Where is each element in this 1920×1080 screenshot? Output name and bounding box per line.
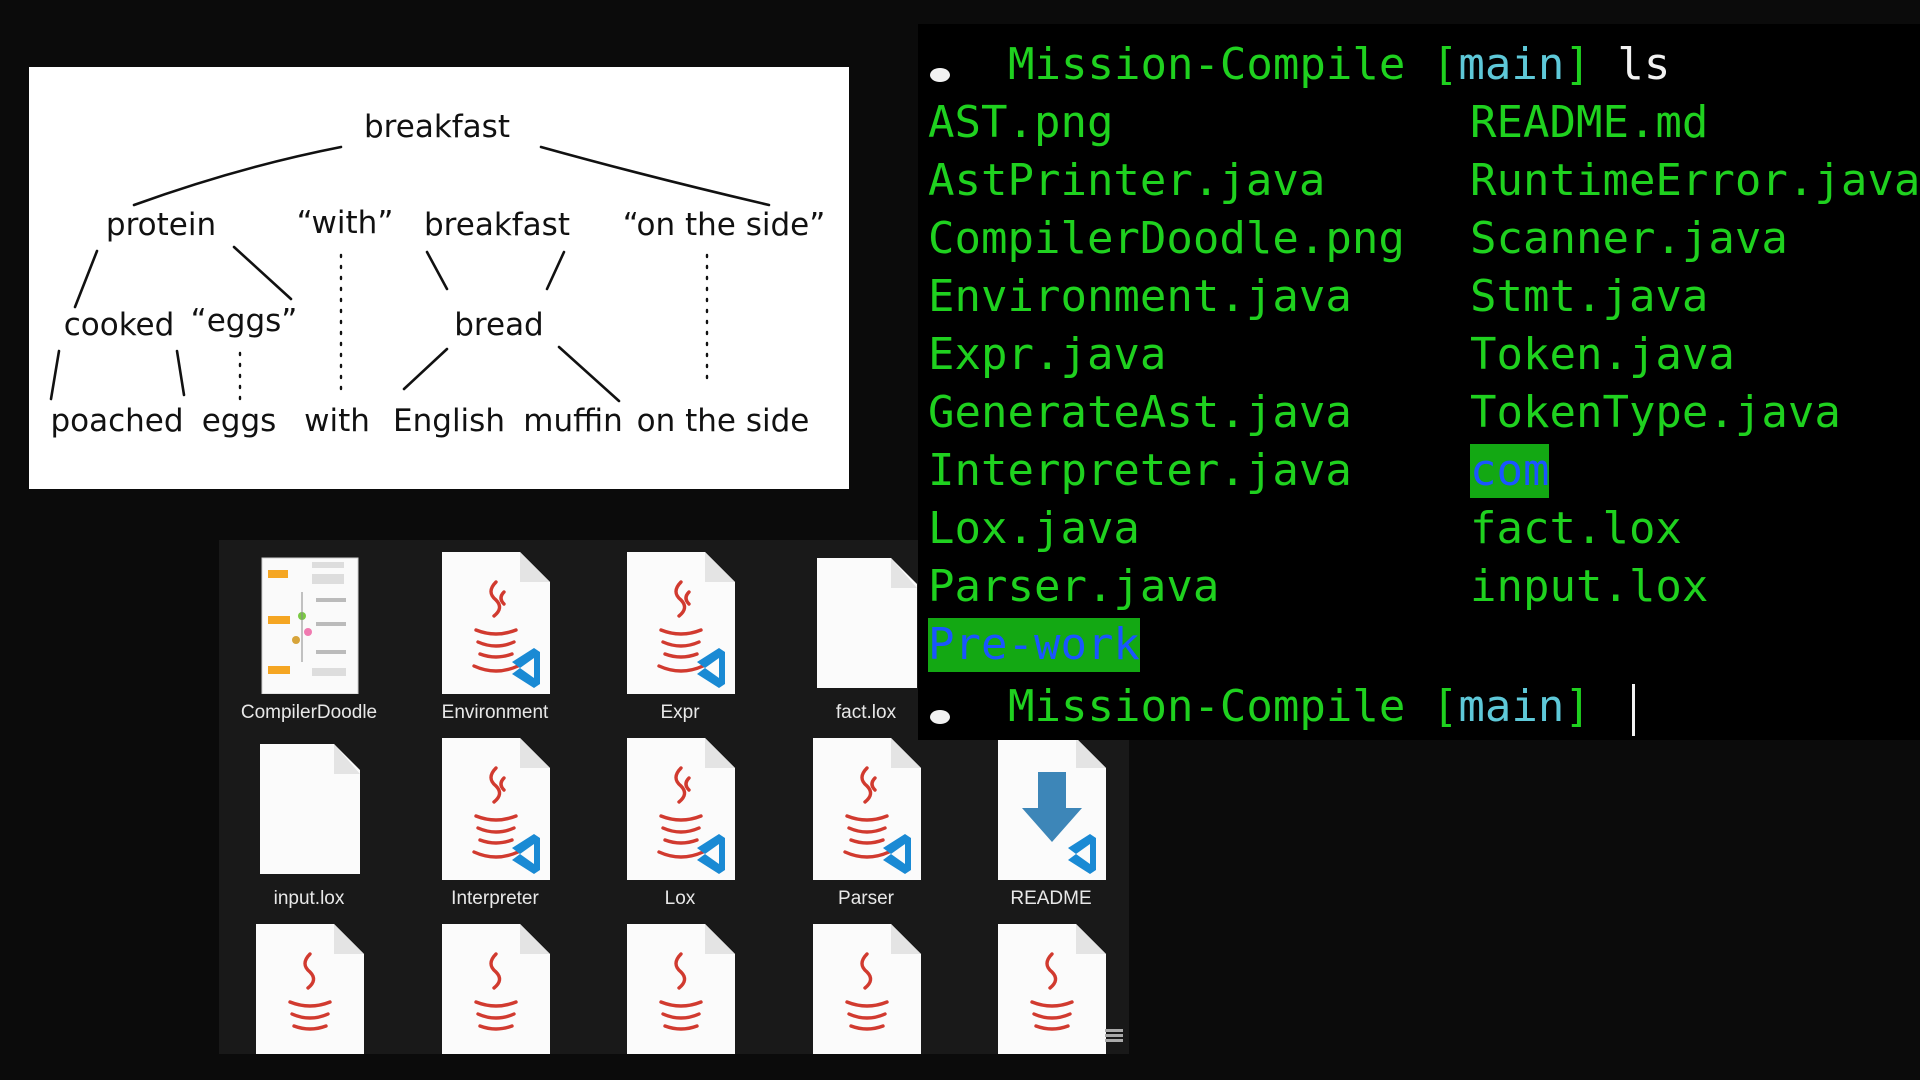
listing-entry: AstPrinter.java	[928, 155, 1326, 206]
edge-cooked-poached-left	[49, 349, 61, 401]
edge-bread-muffin	[557, 345, 621, 403]
tree-node-with: “with”	[296, 205, 394, 241]
listing-entry: Interpreter.java	[928, 445, 1352, 496]
listing-entry: CompilerDoodle.png	[928, 213, 1405, 264]
file-label: CompilerDoodle	[240, 702, 378, 723]
java-vscode-file-icon	[813, 738, 921, 880]
blank-file-icon	[260, 744, 360, 874]
java-vscode-file-icon	[627, 738, 735, 880]
prompt-branch-open: [	[1431, 39, 1459, 90]
tree-node-bread: bread	[454, 307, 544, 343]
file-tile[interactable]: CompilerDoodle	[219, 540, 389, 723]
text-cursor	[1632, 684, 1635, 736]
file-label: README	[1010, 888, 1092, 909]
edge-breakfast-bread-left	[425, 250, 449, 291]
edge-bread-english	[402, 347, 449, 391]
java-vscode-file-icon	[442, 552, 550, 694]
edge-cooked-poached-right	[175, 349, 186, 397]
file-label: fact.lox	[835, 702, 897, 723]
sentence-word-eggs: eggs	[201, 403, 277, 439]
sentence-word-on-the-side: on the side	[636, 403, 810, 439]
file-tile[interactable]	[405, 912, 575, 1054]
java-file-icon	[442, 924, 550, 1054]
listing-entry: GenerateAst.java	[928, 387, 1352, 438]
prompt-status-dot-icon	[930, 710, 950, 724]
download-arrow-icon	[1022, 772, 1082, 842]
prompt-status-dot-icon	[930, 68, 950, 82]
file-tile[interactable]	[776, 912, 946, 1054]
java-file-icon	[256, 924, 364, 1054]
listing-entry: input.lox	[1470, 561, 1709, 612]
blank-file-icon	[817, 558, 917, 688]
listing-entry: TokenType.java	[1470, 387, 1841, 438]
listing-directory-entry: com	[1470, 444, 1550, 498]
edge-protein-eggs	[232, 245, 293, 301]
image-thumbnail-icon	[261, 557, 359, 694]
edge-breakfast-bread-right	[545, 250, 566, 291]
edge-root-protein	[132, 145, 343, 207]
prompt-directory: Mission-Compile	[1008, 681, 1406, 732]
command-text: ls	[1617, 39, 1671, 90]
tree-node-breakfast-inner: breakfast	[424, 207, 570, 243]
file-tile[interactable]	[590, 912, 760, 1054]
java-file-icon	[627, 924, 735, 1054]
prompt-branch-open: [	[1431, 681, 1459, 732]
view-options-icon[interactable]	[1105, 1028, 1123, 1044]
listing-entry: Token.java	[1470, 329, 1735, 380]
prompt-branch-close: ]	[1564, 681, 1591, 732]
sentence-word-poached: poached	[50, 403, 184, 439]
sentence-word-with: with	[304, 403, 370, 439]
java-file-icon	[998, 924, 1106, 1054]
listing-entry: Scanner.java	[1470, 213, 1788, 264]
listing-entry: README.md	[1470, 97, 1709, 148]
java-vscode-file-icon	[627, 552, 735, 694]
listing-entry: Environment.java	[928, 271, 1352, 322]
tree-node-root: breakfast	[364, 109, 510, 145]
listing-entry: AST.png	[928, 97, 1114, 148]
java-file-icon	[813, 924, 921, 1054]
file-tile[interactable]: Expr	[590, 540, 760, 723]
tree-node-protein: protein	[105, 207, 217, 243]
file-tile[interactable]: Environment	[405, 540, 575, 723]
file-tile[interactable]: Parser	[776, 726, 946, 909]
prompt-branch-close: ]	[1564, 39, 1591, 90]
file-tile[interactable]: input.lox	[219, 726, 389, 909]
file-label: Interpreter	[451, 888, 539, 909]
listing-directory-entry: Pre-work	[928, 618, 1140, 672]
file-label: Environment	[441, 702, 549, 723]
listing-entry: Stmt.java	[1470, 271, 1709, 322]
java-vscode-file-icon	[442, 738, 550, 880]
file-tile[interactable]: README	[961, 726, 1129, 909]
file-label: input.lox	[273, 888, 345, 909]
file-label: Expr	[660, 702, 700, 723]
prompt-branch: main	[1458, 681, 1565, 732]
file-tile[interactable]: fact.lox	[776, 540, 946, 723]
sentence-word-muffin: muffin	[523, 403, 623, 439]
tree-node-on-the-side: “on the side”	[622, 207, 826, 243]
terminal-window[interactable]: Mission-Compile [main] ls AST.png AstPri…	[918, 24, 1920, 740]
file-tile[interactable]	[961, 912, 1129, 1054]
prompt-line: Mission-Compile [main] ls	[1008, 38, 1670, 92]
file-tile[interactable]	[219, 912, 389, 1054]
prompt-directory: Mission-Compile	[1008, 39, 1406, 90]
tree-node-eggs: “eggs”	[190, 303, 298, 339]
prompt-branch: main	[1458, 39, 1565, 90]
tree-node-cooked: cooked	[63, 307, 175, 343]
file-label: Lox	[664, 888, 696, 909]
file-label: Parser	[838, 888, 894, 909]
listing-entry: Parser.java	[928, 561, 1220, 612]
listing-entry: fact.lox	[1470, 503, 1682, 554]
listing-entry: RuntimeError.java	[1470, 155, 1920, 206]
edge-protein-cooked	[73, 249, 99, 309]
parse-tree-diagram: breakfast protein “with” breakfast “on t…	[29, 67, 849, 489]
file-tile[interactable]: Interpreter	[405, 726, 575, 909]
listing-entry: Lox.java	[928, 503, 1140, 554]
parse-tree-edges	[49, 145, 771, 403]
file-tile[interactable]: Lox	[590, 726, 760, 909]
listing-entry: Expr.java	[928, 329, 1167, 380]
edge-root-onside	[539, 145, 771, 207]
prompt-line: Mission-Compile [main]	[1008, 680, 1591, 734]
markdown-vscode-file-icon	[998, 738, 1106, 880]
sentence-word-english: English	[393, 403, 505, 439]
